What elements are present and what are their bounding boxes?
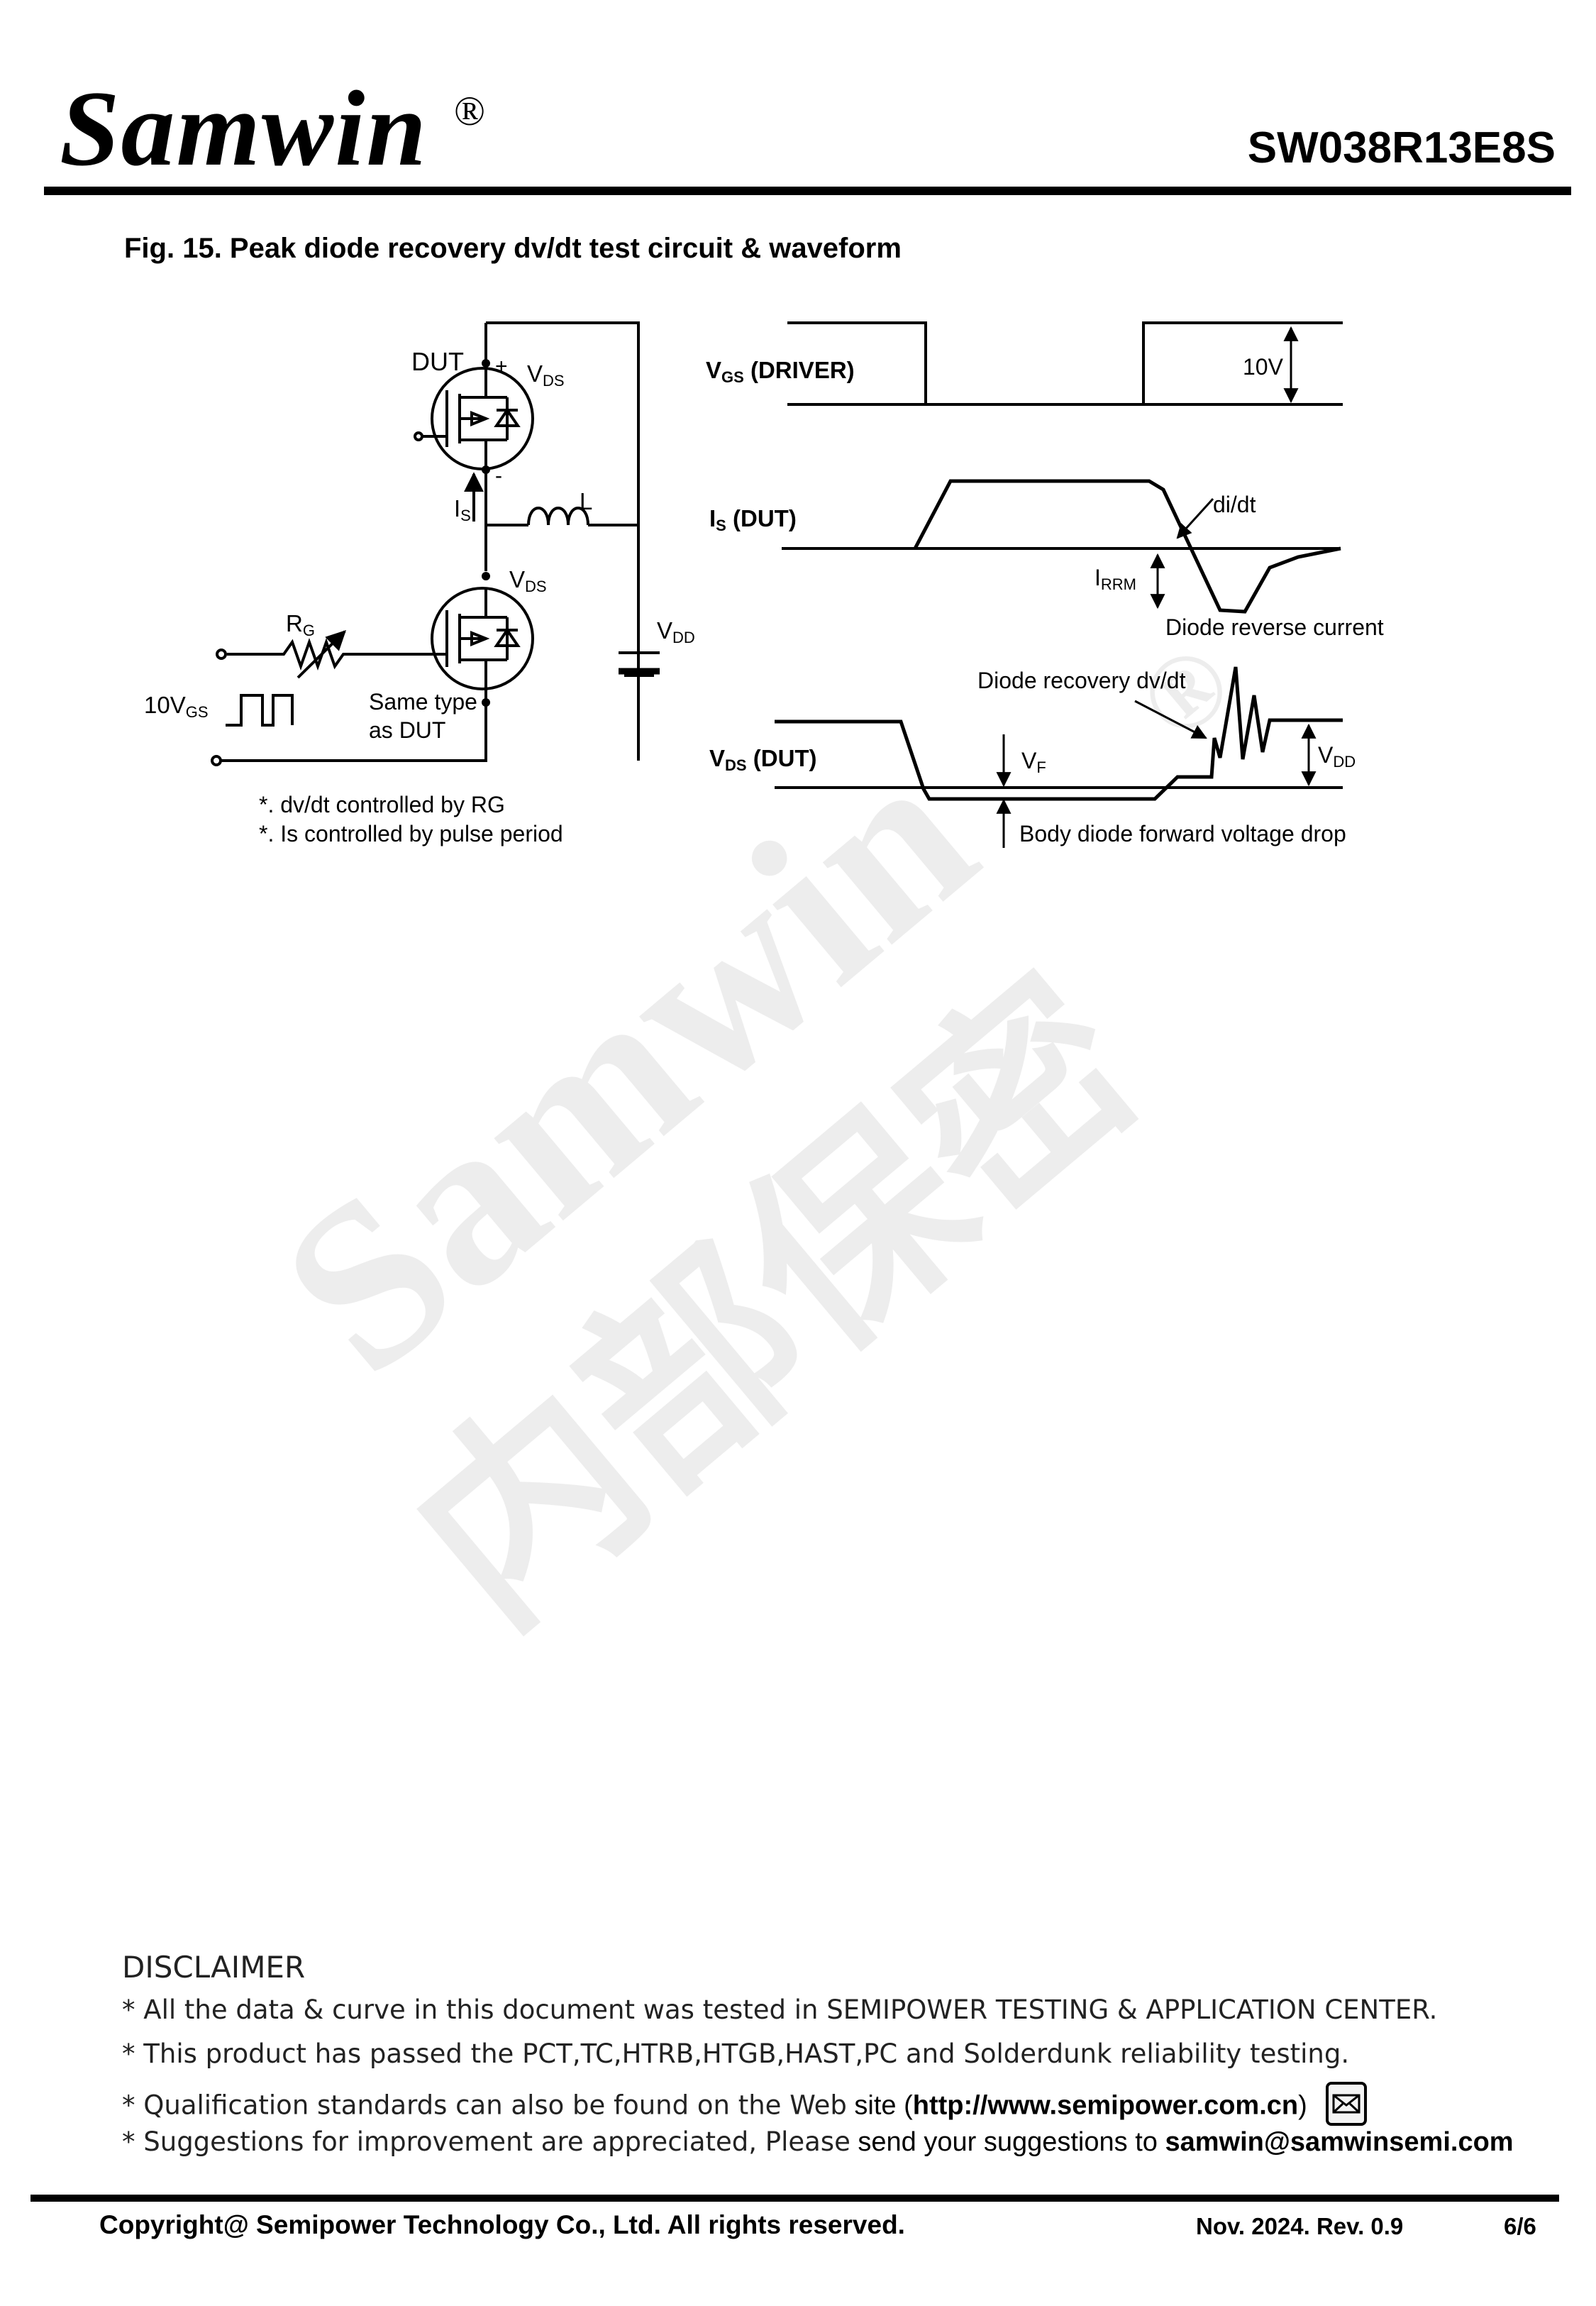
dut-mosfet-body [445, 369, 521, 461]
didt-arrow [1176, 497, 1214, 539]
is-waveform [913, 479, 1341, 614]
disclaimer-line-3: * Qualification standards can also be fo… [122, 2082, 1367, 2129]
disclaimer-line-4-send: send your suggestions to [850, 2127, 1165, 2157]
vds-top-label: VDS [527, 360, 565, 390]
header-rule [44, 187, 1571, 195]
node-dot-1 [482, 359, 490, 368]
rg-arrow [297, 630, 346, 679]
disclaimer-line-3-close: ) [1298, 2090, 1307, 2121]
part-number: SW038R13E8S [1247, 123, 1556, 172]
disclaimer-line-3-site: site ( [846, 2090, 913, 2121]
vdd-wave-label: VDD [1318, 742, 1356, 771]
is-label: IS [454, 495, 471, 524]
body-drop-label: Body diode forward voltage drop [1019, 821, 1346, 846]
gate-drive-wire [227, 637, 447, 671]
date-revision: Nov. 2024. Rev. 0.9 [1196, 2213, 1404, 2239]
low-mosfet-circle [431, 587, 534, 690]
same-type-label-1: Same type [369, 689, 477, 715]
figure-drawing: DUT + - VDS IS L VDS RG VDD 10VGS Same t… [144, 321, 1384, 848]
vf-label: VF [1021, 748, 1046, 776]
disclaimer-line-4-text: * Suggestions for improvement are apprec… [122, 2126, 850, 2157]
disclaimer-line-1: * All the data & curve in this document … [122, 1995, 1438, 2025]
reverse-current-label: Diode reverse current [1165, 614, 1384, 640]
node-dot-2 [482, 465, 490, 474]
irrm-label: IRRM [1095, 565, 1136, 593]
disclaimer-line-4: * Suggestions for improvement are apprec… [122, 2129, 1514, 2156]
vgs-driver-label: VGS (DRIVER) [706, 357, 855, 386]
vds-waveform [775, 666, 1343, 801]
rg-label: RG [286, 610, 315, 639]
plus-label: + [495, 355, 508, 378]
disclaimer-line-3-text: * Qualification standards can also be fo… [122, 2090, 847, 2121]
waveform-labels: VGS (DRIVER) 10V IS (DUT) di/dt IRRM Dio… [706, 354, 1384, 846]
mail-icon[interactable] [1325, 2082, 1367, 2126]
waveforms [775, 321, 1343, 848]
recovery-arrow [1134, 700, 1207, 739]
inductor-symbol [527, 507, 638, 526]
same-type-label-2: as DUT [369, 717, 445, 743]
footer-rule [31, 2195, 1559, 2202]
source-terminal-left [211, 755, 222, 766]
circuit-mid-wire [484, 470, 528, 526]
node-dot-3 [482, 572, 490, 580]
low-mosfet-body [445, 589, 521, 681]
didt-label: di/dt [1213, 492, 1256, 517]
test-circuit [211, 321, 660, 766]
figure-title: Fig. 15. Peak diode recovery dv/dt test … [124, 233, 902, 264]
circuit-labels: DUT + - VDS IS L VDS RG VDD 10VGS Same t… [144, 347, 695, 846]
dut-gate-terminal [414, 431, 423, 441]
page-number: 6/6 [1504, 2213, 1536, 2239]
company-logo: Samwin [60, 69, 428, 188]
amplitude-10v-label: 10V [1243, 354, 1284, 380]
recovery-dvdt-label: Diode recovery dv/dt [977, 668, 1186, 693]
drive-label: 10VGS [144, 692, 209, 721]
vdd-label: VDD [657, 617, 695, 646]
note-dvdt: *. dv/dt controlled by RG [259, 792, 505, 817]
copyright-text: Copyright@ Semipower Technology Co., Ltd… [99, 2210, 905, 2239]
disclaimer-heading: DISCLAIMER [122, 1950, 306, 1985]
email-link[interactable]: samwin@samwinsemi.com [1165, 2127, 1514, 2157]
minus-label: - [495, 464, 502, 487]
vgs-waveform [787, 321, 1343, 406]
dut-label: DUT [411, 347, 464, 376]
note-is: *. Is controlled by pulse period [259, 821, 563, 846]
disclaimer-line-2: * This product has passed the PCT,TC,HTR… [122, 2039, 1350, 2069]
vds-dut-label: VDS (DUT) [709, 745, 817, 774]
gate-terminal-left [216, 649, 227, 660]
website-link[interactable]: http://www.semipower.com.cn [912, 2090, 1299, 2121]
pulse-source [226, 694, 294, 727]
node-dot-4 [482, 698, 490, 707]
vds-low-label: VDS [509, 566, 547, 595]
inductor-label: L [580, 488, 592, 514]
watermark-confidential: 内部保密 [370, 934, 1181, 1671]
circuit-top-wire [486, 321, 640, 761]
registered-mark: ® [454, 88, 486, 134]
is-dut-label: IS (DUT) [709, 505, 797, 534]
